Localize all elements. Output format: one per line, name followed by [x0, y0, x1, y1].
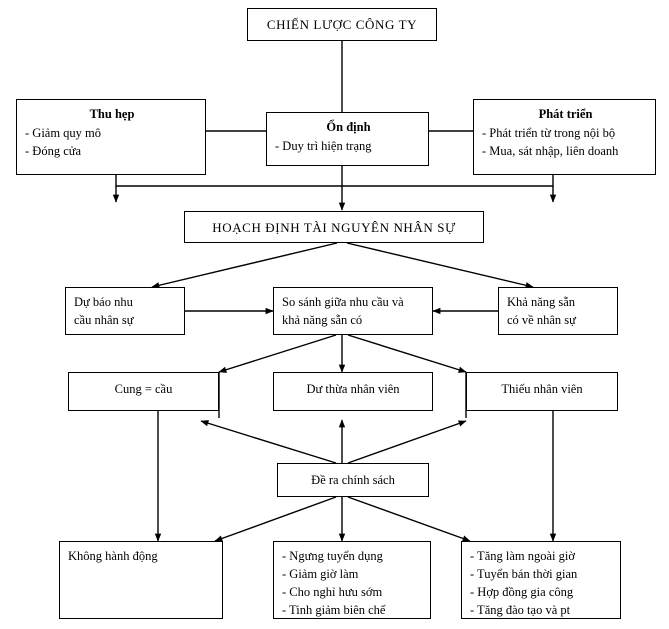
shortage-label: Thiếu nhân viên [501, 382, 583, 396]
supply-available-text: Khả năng sẵn có về nhân sự [507, 293, 611, 329]
demand-forecast-line: cầu nhân sự [74, 313, 134, 328]
edge-policy-noaction [214, 496, 337, 542]
surplus-label: Dư thừa nhân viên [306, 382, 400, 396]
stability-items: - Duy trì hiện trạng [275, 137, 422, 155]
retrench-item: - Đóng cửa [25, 144, 82, 159]
node-hr-planning[interactable]: HOẠCH ĐỊNH TÀI NGUYÊN NHÂN SỰ [184, 211, 484, 243]
growth-items: - Phát triển từ trong nội bộ - Mua, sát … [482, 124, 649, 160]
edge-compare-balanced [218, 334, 337, 373]
compare-text: So sánh giữa nhu cầu và khả năng sẵn có [282, 293, 426, 329]
surplus-action-item: - Cho nghỉ hưu sớm [282, 585, 383, 600]
stability-item: - Duy trì hiện trạng [275, 139, 372, 154]
edge-compare-shortage [347, 334, 467, 373]
shortage-actions-items: - Tăng làm ngoài giờ - Tuyển bán thời gi… [470, 547, 614, 620]
demand-forecast-text: Dự báo nhu cầu nhân sự [74, 293, 178, 329]
company-strategy-label: CHIẾN LƯỢC CÔNG TY [266, 17, 418, 32]
shortage-action-item: - Hợp đồng gia công [470, 585, 574, 600]
edge-policy-shortage [347, 420, 467, 464]
retrench-item: - Giảm quy mô [25, 126, 102, 141]
shortage-action-item: - Tăng đào tạo và pt [470, 603, 571, 618]
node-shortage-actions[interactable]: - Tăng làm ngoài giờ - Tuyển bán thời gi… [461, 541, 621, 619]
edge-row2-bus [115, 175, 554, 187]
growth-item: - Mua, sát nhập, liên doanh [482, 144, 619, 159]
supply-available-line: có về nhân sự [507, 313, 576, 328]
node-surplus-actions[interactable]: - Ngưng tuyển dụng - Giảm giờ làm - Cho … [273, 541, 431, 619]
node-company-strategy[interactable]: CHIẾN LƯỢC CÔNG TY [247, 8, 437, 41]
growth-heading: Phát triển [538, 107, 593, 121]
node-stability[interactable]: Ổn định - Duy trì hiện trạng [266, 112, 429, 166]
policy-label: Đề ra chính sách [311, 473, 395, 487]
node-shortage[interactable]: Thiếu nhân viên [466, 372, 618, 411]
surplus-actions-items: - Ngưng tuyển dụng - Giảm giờ làm - Cho … [282, 547, 424, 620]
node-compare[interactable]: So sánh giữa nhu cầu và khả năng sẵn có [273, 287, 433, 335]
node-surplus[interactable]: Dư thừa nhân viên [273, 372, 433, 411]
compare-line: So sánh giữa nhu cầu và [282, 295, 404, 309]
balanced-label: Cung = cầu [114, 382, 173, 396]
edge-planning-supply [346, 242, 534, 289]
node-retrench[interactable]: Thu hẹp - Giảm quy mô - Đóng cửa [16, 99, 206, 175]
retrench-heading: Thu hẹp [89, 107, 135, 121]
edge-planning-demand [151, 242, 338, 289]
node-balanced[interactable]: Cung = cầu [68, 372, 219, 411]
surplus-action-item: - Tinh giảm biên chế [282, 603, 386, 618]
no-action-text: Không hành động [68, 547, 216, 565]
node-policy[interactable]: Đề ra chính sách [277, 463, 429, 497]
edge-policy-shortage-actions [347, 496, 471, 542]
node-no-action[interactable]: Không hành động [59, 541, 223, 619]
no-action-label: Không hành động [68, 549, 158, 563]
surplus-action-item: - Giảm giờ làm [282, 567, 359, 582]
surplus-action-item: - Ngưng tuyển dụng [282, 549, 383, 563]
growth-item: - Phát triển từ trong nội bộ [482, 126, 616, 141]
shortage-action-item: - Tăng làm ngoài giờ [470, 549, 575, 563]
stability-heading: Ổn định [326, 120, 371, 134]
node-supply-available[interactable]: Khả năng sẵn có về nhân sự [498, 287, 618, 335]
supply-available-line: Khả năng sẵn [507, 295, 576, 309]
compare-line: khả năng sẵn có [282, 313, 363, 328]
demand-forecast-line: Dự báo nhu [74, 295, 133, 309]
retrench-items: - Giảm quy mô - Đóng cửa [25, 124, 199, 160]
edge-policy-balanced [200, 420, 337, 464]
shortage-action-item: - Tuyển bán thời gian [470, 567, 578, 582]
node-growth[interactable]: Phát triển - Phát triển từ trong nội bộ … [473, 99, 656, 175]
hr-planning-label: HOẠCH ĐỊNH TÀI NGUYÊN NHÂN SỰ [212, 220, 456, 235]
node-demand-forecast[interactable]: Dự báo nhu cầu nhân sự [65, 287, 185, 335]
